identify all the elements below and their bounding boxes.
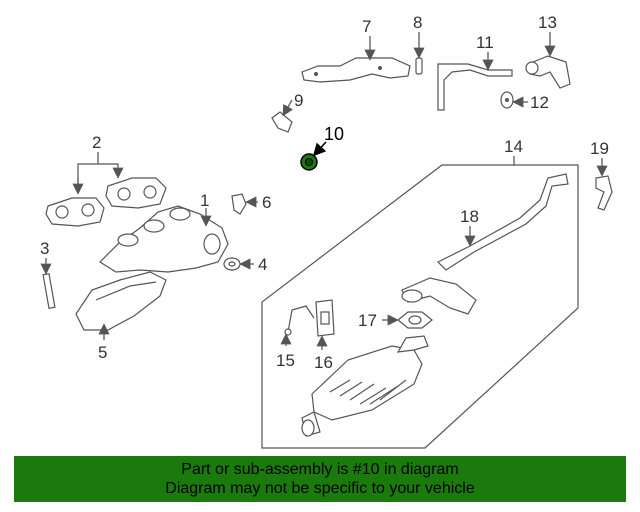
part-8-pin[interactable]: 8 <box>413 13 425 75</box>
banner-line-1: Part or sub-assembly is #10 in diagram <box>181 461 459 478</box>
callout-6: 6 <box>262 193 271 212</box>
muffler[interactable] <box>301 335 429 437</box>
part-13-bracket[interactable]: 13 <box>525 13 571 89</box>
callout-12: 12 <box>530 93 549 112</box>
callout-13: 13 <box>538 13 557 32</box>
callout-5: 5 <box>98 343 107 362</box>
callout-17: 17 <box>358 311 377 330</box>
part-15-hanger-rod[interactable]: 15 <box>276 305 315 370</box>
callout-8: 8 <box>413 13 422 32</box>
part-18-intermediate-pipe[interactable]: 18 <box>401 173 569 315</box>
callout-4: 4 <box>258 255 267 274</box>
part-6-bolt[interactable]: 6 <box>231 193 271 215</box>
part-7-heat-shield[interactable]: 7 <box>301 17 411 83</box>
callout-3: 3 <box>40 239 49 258</box>
callout-11: 11 <box>476 33 494 52</box>
part-1-exhaust-manifold[interactable]: 1 <box>99 191 229 273</box>
callout-7: 7 <box>362 17 371 36</box>
callout-9: 9 <box>294 91 303 110</box>
part-19-clamp[interactable]: 19 <box>590 139 613 211</box>
exhaust-parts-diagram: 7 8 11 13 12 9 10 <box>40 13 613 449</box>
callout-16: 16 <box>314 353 333 372</box>
callout-2: 2 <box>92 133 101 152</box>
info-banner: Part or sub-assembly is #10 in diagram D… <box>14 456 626 502</box>
exhaust-system-box <box>261 164 579 449</box>
part-12-grommet[interactable]: 12 <box>500 91 549 112</box>
callout-14: 14 <box>504 137 523 156</box>
part-10-nut-highlighted[interactable]: 10 <box>300 124 344 171</box>
callout-1: 1 <box>200 191 209 210</box>
part-5-heat-shield[interactable]: 5 <box>75 271 167 362</box>
part-9-stud[interactable]: 9 <box>271 91 303 133</box>
part-17-gasket[interactable]: 17 <box>358 311 433 330</box>
callout-15: 15 <box>276 351 295 370</box>
callout-18: 18 <box>460 207 479 226</box>
callout-19: 19 <box>590 139 609 158</box>
part-11-hanger[interactable]: 11 <box>437 33 513 111</box>
part-14-exhaust-system[interactable]: 14 <box>504 137 523 166</box>
part-2-gaskets[interactable]: 2 <box>45 133 167 227</box>
part-3-stud[interactable]: 3 <box>40 239 56 309</box>
part-4-washer[interactable]: 4 <box>223 255 267 274</box>
part-16-insulator[interactable]: 16 <box>314 299 335 372</box>
callout-10: 10 <box>324 124 344 144</box>
banner-line-2: Diagram may not be specific to your vehi… <box>165 480 475 497</box>
